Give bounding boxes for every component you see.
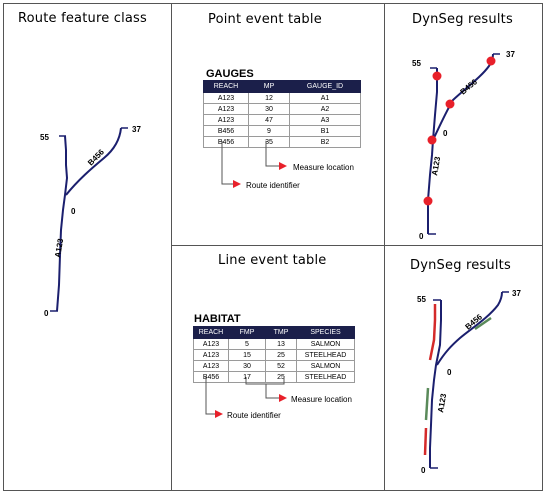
route-b456-line bbox=[436, 291, 503, 366]
divider-left bbox=[171, 3, 172, 491]
route-a123-line bbox=[427, 68, 438, 234]
measure-label-0-junction: 0 bbox=[447, 368, 452, 377]
panel-title-route-feature-class: Route feature class bbox=[18, 11, 148, 26]
measure-callout-line bbox=[245, 377, 285, 385]
event-point-b1 bbox=[445, 99, 455, 109]
route-callout-label: Route identifier bbox=[227, 411, 281, 420]
event-point-b2 bbox=[486, 56, 496, 66]
table-row: B456 17 25 STEELHEAD bbox=[193, 371, 355, 383]
measure-label-55: 55 bbox=[417, 295, 426, 304]
panel-title-dynseg-results-lines: DynSeg results bbox=[410, 258, 511, 273]
habitat-table: REACH FMP TMP SPECIES A123 5 13 SALMON A… bbox=[193, 326, 355, 383]
event-segment-steelhead-b456-17-25 bbox=[474, 316, 492, 331]
event-segment-steelhead-a123-15-25 bbox=[424, 387, 430, 421]
measure-label-0-bottom: 0 bbox=[421, 466, 426, 475]
panel-title-dynseg-results-points: DynSeg results bbox=[412, 12, 513, 27]
divider-middle bbox=[171, 245, 543, 246]
measure-label-37: 37 bbox=[132, 125, 141, 134]
measure-callout-label: Measure location bbox=[293, 163, 354, 172]
route-map-points: 55 37 0 0 A123 B456 bbox=[412, 50, 515, 241]
route-label-a123: A123 bbox=[430, 155, 442, 176]
measure-callout-label: Measure location bbox=[291, 395, 352, 404]
route-label-a123: A123 bbox=[436, 392, 448, 413]
table-row: B456 9 B1 bbox=[203, 125, 361, 137]
panel-title-line-event-table: Line event table bbox=[218, 253, 327, 268]
route-callout-line bbox=[221, 141, 241, 188]
route-a123-line bbox=[429, 300, 442, 468]
event-point-a1 bbox=[423, 196, 433, 206]
measure-label-55: 55 bbox=[40, 133, 49, 142]
table-cell: SALMON bbox=[296, 360, 355, 372]
table-cell: STEELHEAD bbox=[296, 371, 355, 383]
event-point-a2 bbox=[427, 135, 437, 145]
event-point-a3 bbox=[432, 71, 442, 81]
event-segment-salmon-a123-30-52 bbox=[428, 304, 437, 361]
table-cell: 35 bbox=[248, 136, 290, 148]
measure-label-37: 37 bbox=[506, 50, 515, 59]
table-cell: 25 bbox=[265, 371, 297, 383]
route-callout-label: Route identifier bbox=[246, 181, 300, 190]
route-b456-line bbox=[65, 127, 122, 196]
habitat-col-fmp: FMP bbox=[228, 326, 266, 339]
route-map-lines: 55 37 0 0 A123 B456 bbox=[417, 289, 521, 475]
figure-frame bbox=[3, 3, 543, 491]
measure-label-0-junction: 0 bbox=[71, 207, 76, 216]
measure-label-37: 37 bbox=[512, 289, 521, 298]
route-callout-line bbox=[205, 377, 223, 418]
measure-callout-line bbox=[265, 141, 287, 170]
table-row: A123 5 13 SALMON bbox=[193, 338, 355, 350]
measure-label-0-junction: 0 bbox=[443, 129, 448, 138]
route-map-1: 55 37 0 0 A123 B456 bbox=[40, 125, 141, 318]
divider-right bbox=[384, 3, 385, 491]
route-label-a123: A123 bbox=[53, 237, 65, 258]
route-a123-line bbox=[56, 135, 69, 312]
table-cell: B456 bbox=[193, 371, 229, 383]
measure-label-0-bottom: 0 bbox=[419, 232, 424, 241]
measure-label-0-bottom: 0 bbox=[44, 309, 49, 318]
table-cell: B456 bbox=[203, 136, 249, 148]
gauges-table-name: GAUGES bbox=[206, 68, 254, 80]
measure-callout-arrow bbox=[265, 384, 287, 402]
route-b456-line bbox=[432, 53, 494, 141]
gauges-table: REACH MP GAUGE_ID A123 12 A1 A123 30 A2 … bbox=[203, 80, 361, 148]
table-row: A123 12 A1 bbox=[203, 92, 361, 104]
table-cell: B2 bbox=[289, 136, 361, 148]
event-segment-salmon-a123-5-13 bbox=[423, 427, 428, 456]
gauges-col-mp: MP bbox=[248, 80, 290, 93]
measure-label-55: 55 bbox=[412, 59, 421, 68]
habitat-table-name: HABITAT bbox=[194, 313, 241, 325]
panel-title-point-event-table: Point event table bbox=[208, 12, 322, 27]
habitat-callouts: Measure location Route identifier bbox=[205, 377, 352, 420]
gauges-callouts: Measure location Route identifier bbox=[221, 141, 354, 190]
table-row: A123 30 52 SALMON bbox=[193, 360, 355, 372]
table-row: B456 35 B2 bbox=[203, 136, 361, 148]
habitat-col-tmp: TMP bbox=[265, 326, 297, 339]
